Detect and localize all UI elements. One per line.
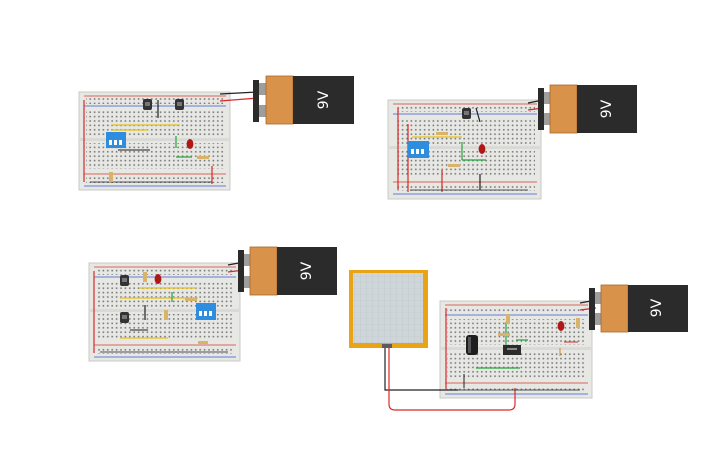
led-red[interactable] — [186, 139, 194, 149]
transistor[interactable] — [120, 275, 129, 286]
battery-9v[interactable]: 9V — [253, 75, 354, 125]
transistor[interactable] — [120, 312, 129, 323]
dip-switch[interactable] — [106, 132, 126, 148]
led-red[interactable] — [557, 321, 565, 331]
perfboard[interactable] — [349, 270, 428, 348]
wire-black[interactable] — [475, 107, 481, 123]
battery-9v[interactable]: 9V — [589, 284, 688, 333]
resistor[interactable] — [576, 318, 580, 328]
battery-label: 9V — [599, 99, 615, 118]
led-red[interactable] — [478, 144, 486, 154]
resistor[interactable] — [506, 314, 510, 324]
wire-red[interactable] — [388, 348, 516, 411]
battery-9v[interactable]: 9V — [538, 84, 637, 134]
resistor[interactable] — [436, 132, 448, 135]
resistor[interactable] — [448, 164, 460, 167]
circuit-1[interactable]: 9V — [78, 75, 354, 191]
transistor[interactable] — [462, 108, 471, 119]
resistor[interactable] — [498, 333, 510, 336]
battery-label: 9V — [299, 261, 315, 280]
circuit-4[interactable]: 9V — [349, 270, 688, 411]
resistor[interactable] — [197, 156, 209, 159]
ic-chip[interactable] — [503, 345, 521, 355]
transistor[interactable] — [143, 99, 152, 110]
wire-black[interactable] — [219, 91, 259, 95]
resistor[interactable] — [109, 172, 113, 182]
wire-red[interactable] — [219, 97, 259, 102]
dip-switch[interactable] — [196, 303, 216, 320]
battery-9v[interactable]: 9V — [238, 246, 337, 296]
circuit-3[interactable]: 9V — [88, 246, 337, 362]
circuit-2[interactable]: 9V — [387, 84, 637, 200]
breadboard-1[interactable] — [78, 91, 231, 191]
led-red[interactable] — [154, 274, 162, 284]
resistor[interactable] — [143, 272, 147, 282]
resistor[interactable] — [198, 341, 208, 344]
resistor[interactable] — [164, 310, 168, 320]
dip-switch[interactable] — [408, 141, 429, 158]
wire-black[interactable] — [384, 348, 458, 391]
battery-label: 9V — [649, 298, 665, 317]
transistor[interactable] — [175, 99, 184, 110]
battery-label: 9V — [316, 90, 332, 109]
electrolytic-capacitor[interactable] — [466, 335, 478, 355]
resistor[interactable] — [185, 298, 197, 301]
